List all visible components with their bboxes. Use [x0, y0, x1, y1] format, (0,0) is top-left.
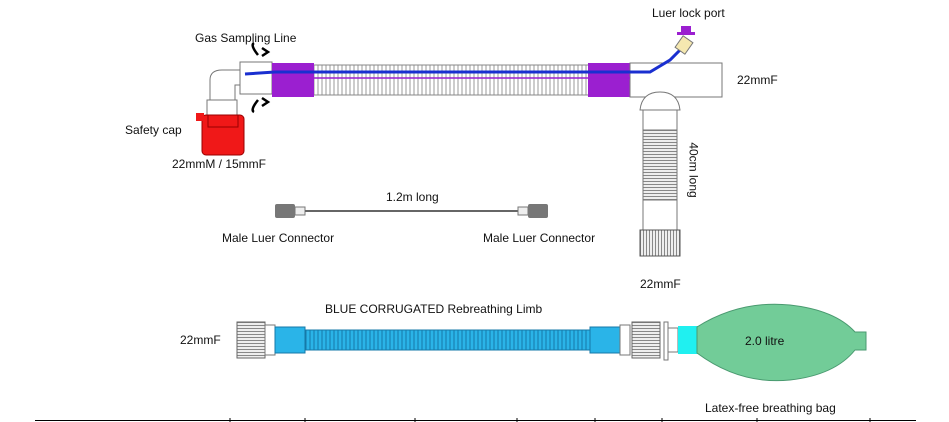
tee-size-label: 22mmF	[737, 73, 778, 87]
elbow-size-label: 22mmM / 15mmF	[172, 157, 267, 171]
luer-lock-port	[674, 26, 695, 55]
limb-end-connector	[639, 229, 681, 257]
safety-cap	[196, 113, 245, 156]
rebreathing-end-size-label: 22mmF	[180, 333, 221, 347]
rebreathing-connector-right	[631, 321, 661, 359]
limb-corrugation	[642, 129, 678, 201]
rotate-arrow-icon	[251, 96, 271, 114]
gas-sampling-line-label: Gas Sampling Line	[195, 31, 297, 45]
rebreathing-limb-label: BLUE CORRUGATED Rebreathing Limb	[325, 302, 543, 316]
tee-piece	[629, 62, 723, 98]
male-luer-right-label: Male Luer Connector	[483, 231, 596, 245]
sampling-length-label: 1.2m long	[386, 190, 439, 204]
gas-sampling-line	[275, 204, 548, 218]
limb-dome	[639, 91, 681, 111]
luer-lock-port-label: Luer lock port	[652, 6, 725, 20]
breathing-bag	[696, 303, 867, 382]
gas-sampling-line-inner	[244, 43, 687, 76]
bag-neck	[678, 326, 698, 354]
limb-length-label: 40cm long	[686, 142, 701, 198]
purple-cuff-right	[588, 63, 630, 97]
limb-end-size-label: 22mmF	[640, 277, 681, 291]
male-luer-left-label: Male Luer Connector	[222, 231, 335, 245]
sampling-port-connector	[239, 61, 273, 95]
safety-cap-label: Safety cap	[125, 123, 182, 137]
rebreathing-connector-left	[236, 321, 266, 359]
rotate-arrow-icon	[251, 41, 271, 58]
bag-label: Latex-free breathing bag	[705, 401, 836, 415]
bag-volume-label: 2.0 litre	[745, 334, 785, 348]
elbow-connector	[206, 69, 243, 116]
corrugated-tube	[312, 64, 590, 96]
purple-cuff-left	[272, 63, 314, 97]
blue-corrugated-tube	[304, 329, 592, 351]
